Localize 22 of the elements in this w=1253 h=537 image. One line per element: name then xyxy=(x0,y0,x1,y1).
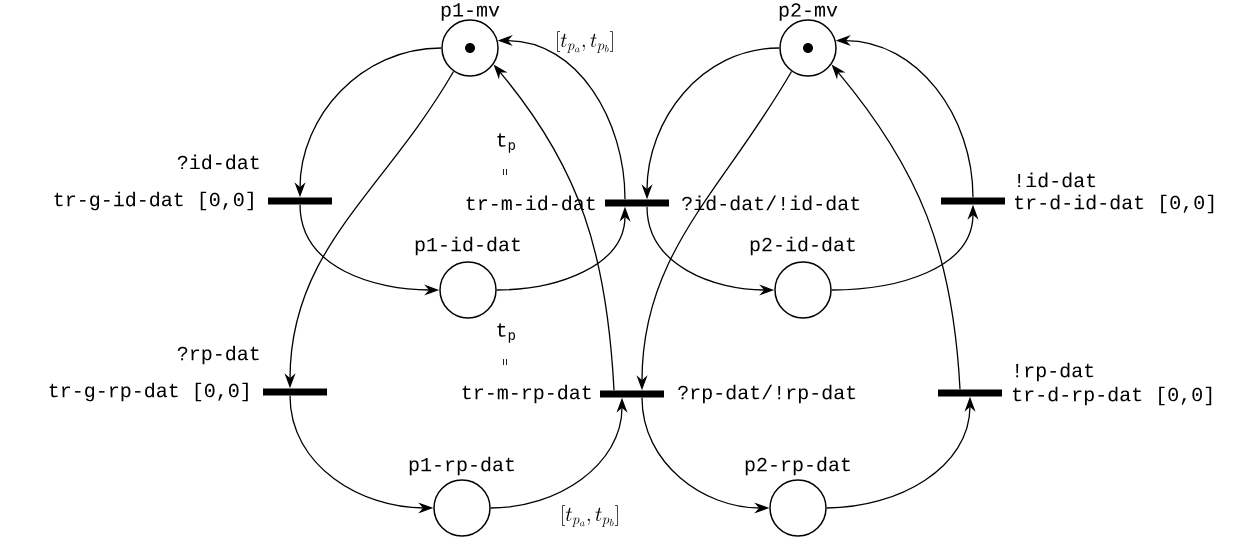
time-label: t$_{p}$ xyxy=(497,323,515,343)
interval-label: $[t_{p_a},t_{p_b}]$ xyxy=(557,31,613,53)
place-label: p2-mv xyxy=(779,3,838,21)
place-label: p1-mv xyxy=(441,3,500,21)
transition-label: !id-dat xyxy=(1018,172,1096,188)
transition-label: tr-d-id-dat [0,0] xyxy=(1015,194,1214,214)
place-label: p1-id-dat xyxy=(415,236,520,256)
transition-label: tr-m-rp-dat xyxy=(462,384,591,404)
place-label: p2-id-dat xyxy=(750,236,855,256)
transition-label: ?rp-dat/!rp-dat xyxy=(678,384,856,404)
transition-label: !rp-dat xyxy=(1016,362,1094,382)
transition-label: ?rp-dat xyxy=(177,345,259,365)
place-label: p1-rp-dat xyxy=(409,456,514,476)
transition-label: ?id-dat xyxy=(177,154,259,170)
transition-label: tr-d-rp-dat [0,0] xyxy=(1013,386,1212,406)
equals-sign: = xyxy=(503,169,507,175)
equals-sign: = xyxy=(503,359,507,365)
transition-label: tr-g-rp-dat [0,0] xyxy=(49,382,248,402)
transition-label: tr-g-id-dat [0,0] xyxy=(54,191,253,211)
place-label: p2-rp-dat xyxy=(745,456,850,476)
time-label: t$_{p}$ xyxy=(497,133,515,153)
interval-label: $[t_{p_a},t_{p_b}]$ xyxy=(562,505,618,527)
